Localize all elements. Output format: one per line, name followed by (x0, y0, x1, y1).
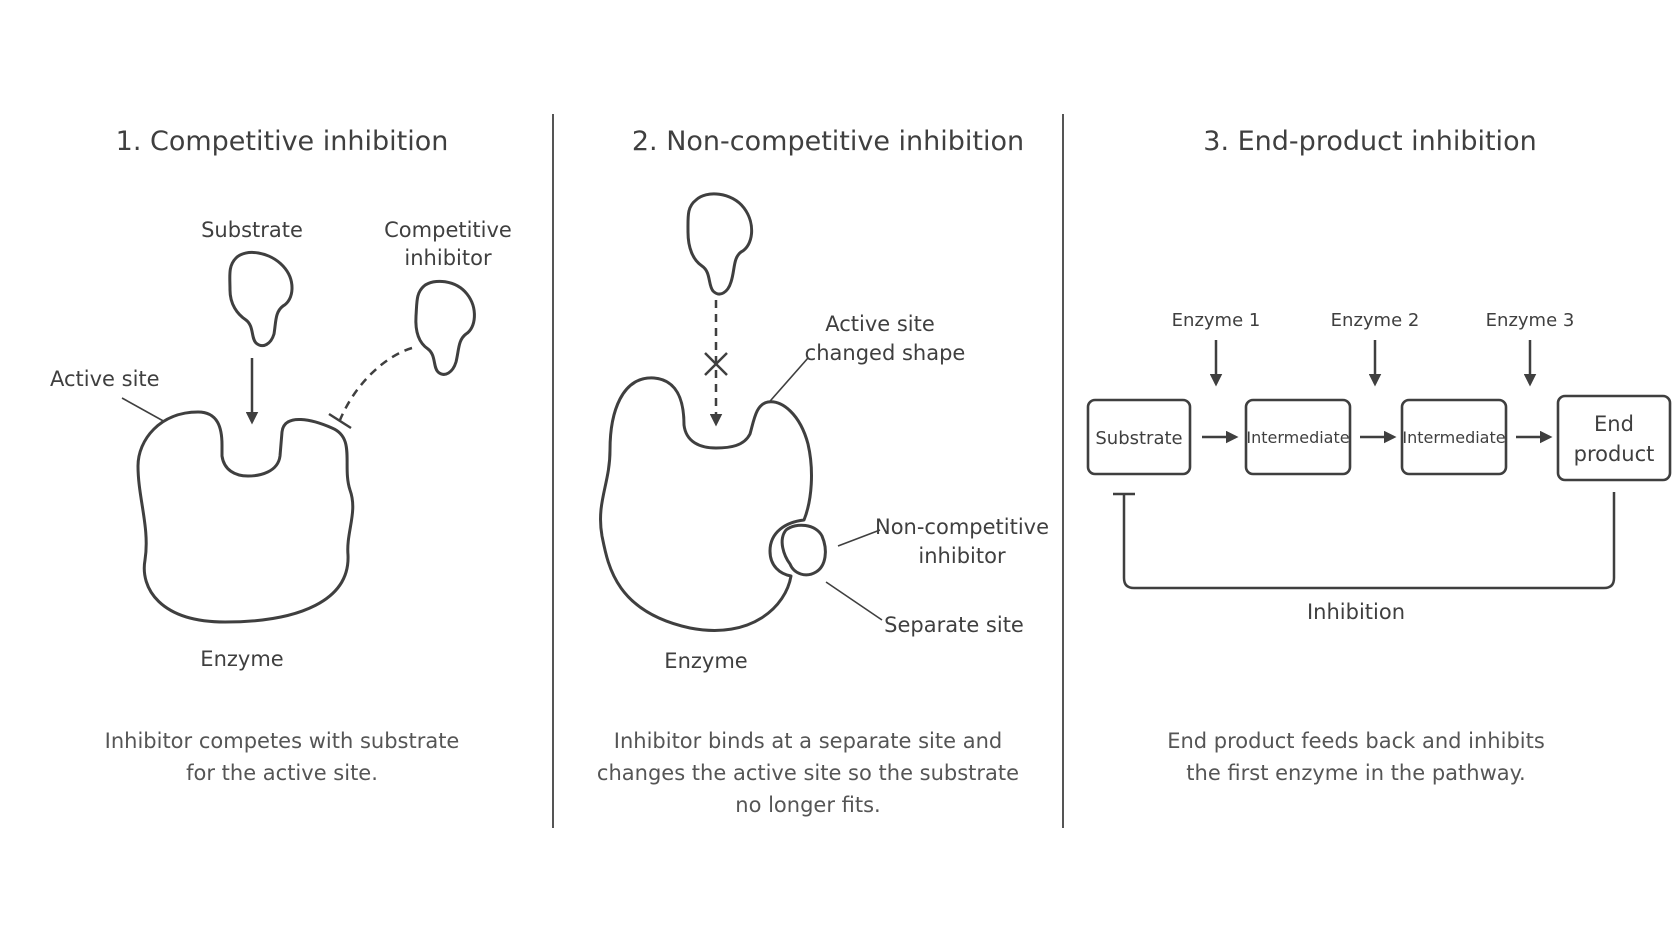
pathway-box-intermediate-1 (1244, 398, 1352, 476)
end-product-label-line1: End (1594, 412, 1634, 436)
enzyme-1-pathway-label: Enzyme 1 (1172, 310, 1261, 331)
active-site-label: Active site (50, 367, 160, 391)
non-competitive-inhibitor-shape (780, 523, 827, 577)
block-x-stroke-2 (704, 352, 728, 376)
non-competitive-inhibitor-pointer (837, 529, 881, 547)
enzyme-3-pathway-label: Enzyme 3 (1486, 310, 1575, 331)
non-competitive-inhibitor-label-line1: Non-competitive (875, 515, 1049, 539)
inhibitor-block-bar (328, 412, 352, 430)
feedback-inhibition-line (1122, 492, 1616, 590)
panel-end-product-inhibition: 3. End-product inhibition Enzyme 1 Enzym… (1086, 126, 1672, 785)
panel-1-caption-line2: for the active site. (186, 761, 378, 785)
separate-site-pointer (825, 581, 883, 621)
pathway-box-intermediate-1-label: Intermediate (1246, 428, 1349, 447)
substrate-shape (228, 250, 294, 348)
active-site-changed-label-line1: Active site (825, 312, 935, 336)
enzyme-2-pathway-label: Enzyme 2 (1331, 310, 1420, 331)
panel-2-caption-line1: Inhibitor binds at a separate site and (614, 729, 1002, 753)
end-product-label-line2: product (1574, 442, 1655, 466)
panel-3-caption-line2: the first enzyme in the pathway. (1186, 761, 1525, 785)
active-site-changed-pointer (763, 357, 809, 409)
panel-1-caption-line1: Inhibitor competes with substrate (105, 729, 460, 753)
pathway-box-substrate-label: Substrate (1095, 428, 1182, 449)
substrate-2-shape (686, 192, 753, 296)
enzyme-2-label: Enzyme (664, 649, 747, 673)
panel-2-caption-line3: no longer fits. (735, 793, 880, 817)
enzyme-2-shape (599, 376, 813, 632)
competitive-inhibitor-label-line1: Competitive (384, 218, 512, 242)
pathway-box-intermediate-2-label: Intermediate (1402, 428, 1505, 447)
panel-non-competitive-inhibition: 2. Non-competitive inhibition Active sit… (597, 126, 1049, 817)
pathway-box-intermediate-2 (1400, 398, 1508, 476)
panel-3-title: 3. End-product inhibition (1203, 126, 1536, 157)
competitive-inhibitor-label-line2: inhibitor (404, 246, 492, 270)
enzyme-1-label: Enzyme (200, 647, 283, 671)
active-site-changed-label-line2: changed shape (805, 341, 966, 365)
inhibition-label: Inhibition (1307, 600, 1405, 624)
panel-competitive-inhibition: 1. Competitive inhibition Substrate Comp… (50, 126, 512, 785)
panel-1-title: 1. Competitive inhibition (116, 126, 449, 157)
inhibitor-dashed-path (338, 346, 413, 421)
substrate-label: Substrate (201, 218, 303, 242)
pathway-box-substrate (1086, 398, 1192, 476)
panel-2-title: 2. Non-competitive inhibition (632, 126, 1024, 157)
panel-2-caption-line2: changes the active site so the substrate (597, 761, 1019, 785)
competitive-inhibitor-shape (414, 279, 476, 376)
panel-3-caption-line1: End product feeds back and inhibits (1167, 729, 1545, 753)
non-competitive-inhibitor-label-line2: inhibitor (918, 544, 1006, 568)
separate-site-label: Separate site (884, 613, 1024, 637)
enzyme-1-shape (136, 410, 355, 624)
pathway-box-end-product (1556, 394, 1672, 482)
